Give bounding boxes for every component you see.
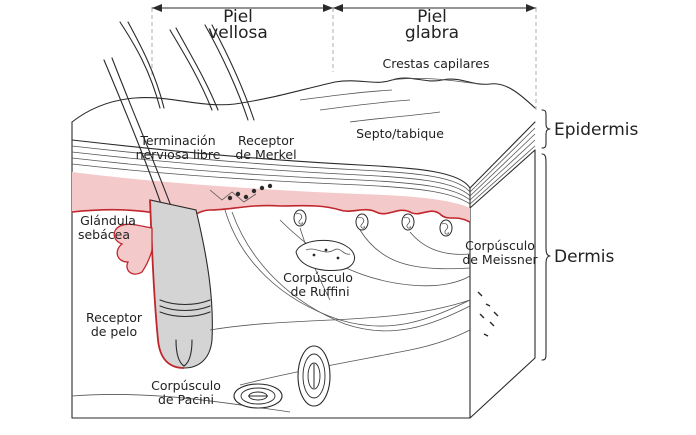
septum-label: Septo/tabique <box>356 126 444 141</box>
sebaceous-label-line1: Glándula <box>80 213 136 228</box>
hair-receptor-label-line1: Receptor <box>86 310 143 325</box>
layer-brackets <box>541 109 551 361</box>
papillary-ridges-label: Crestas capilares <box>383 56 490 71</box>
merkel-label-line2: de Merkel <box>235 147 296 162</box>
meissner-corpuscles <box>293 209 453 237</box>
ruffini-label-line1: Corpúsculo <box>283 270 353 285</box>
merkel-label-line1: Receptor <box>238 133 295 148</box>
pacini-corpuscles <box>233 345 331 409</box>
ruffini-corpuscle <box>295 239 355 271</box>
side-dots <box>477 291 499 337</box>
meissner-label-line2: de Meissner <box>462 252 538 267</box>
ruffini-label-line2: de Ruffini <box>290 284 349 299</box>
pacini-label-line2: de Pacini <box>158 392 214 407</box>
free-nerve-ending-label-line1: Terminación <box>139 133 215 148</box>
hair-follicle <box>149 199 213 369</box>
labels: Piel vellosa Piel glabra Crestas capilar… <box>78 7 638 407</box>
sebaceous-label-line2: sebácea <box>78 227 130 242</box>
pacini-label-line1: Corpúsculo <box>151 378 221 393</box>
hairy-skin-label-line1: Piel <box>223 7 253 27</box>
glabrous-skin-label-line1: Piel <box>417 7 447 27</box>
epidermis-label: Epidermis <box>554 120 638 140</box>
merkel-receptor <box>209 183 273 203</box>
skin-block-outline <box>71 121 536 419</box>
dermis-label: Dermis <box>554 247 615 267</box>
region-arrows <box>151 4 537 112</box>
hair-receptor-label-line2: de pelo <box>91 324 137 339</box>
hairy-skin-label-line2: vellosa <box>208 23 268 43</box>
meissner-label-line1: Corpúsculo <box>465 238 535 253</box>
epidermis-layer <box>71 77 536 209</box>
sebaceous-gland <box>113 223 153 275</box>
glabrous-skin-label-line2: glabra <box>405 23 459 43</box>
free-nerve-ending-label-line2: nerviosa libre <box>136 147 221 162</box>
